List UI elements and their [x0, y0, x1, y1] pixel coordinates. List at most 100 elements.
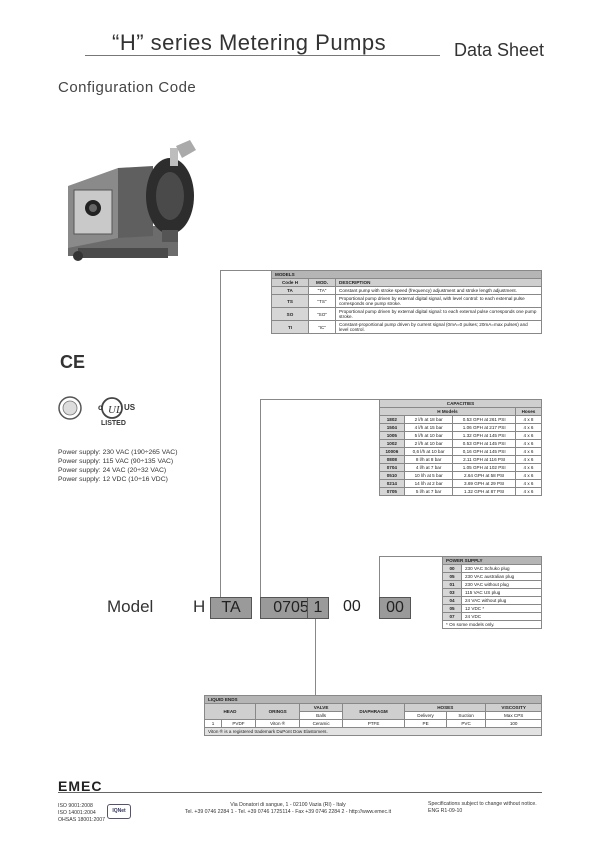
capacity-hoses-cell: 4 x 6 [514, 447, 543, 456]
liquid-suction-cell: PVC [445, 719, 487, 728]
section-heading: Configuration Code [58, 79, 197, 96]
power-note: Power supply: 24 VAC (20÷32 VAC) [58, 467, 167, 474]
capacity-gph-cell: 1.05 GPH at 102 PSI [452, 463, 516, 472]
liquid-viscosity-cell: 100 [485, 719, 542, 728]
liquid-header-valve: VALVE [299, 703, 343, 712]
capacity-model-cell: 1005 [379, 431, 405, 440]
iso-cert: ISO 14001:2004 [58, 810, 96, 816]
liquid-diaphragm-cell: PTFE [341, 719, 406, 728]
capacity-gph-cell: 1.32 GPH at 87 PSI [452, 487, 516, 496]
liquid-header-hoses: HOSES [404, 703, 487, 712]
liquid-header-balls: Balls [299, 711, 343, 720]
title-underline [85, 55, 440, 56]
capacities-header-hoses: Hoses [514, 407, 543, 416]
capacities-table-title: CAPACITIES [379, 399, 542, 408]
capacity-hoses-cell: 4 x 6 [514, 455, 543, 464]
page-title: “H” series Metering Pumps [112, 30, 387, 55]
model-code-mod-box: TA [210, 597, 252, 619]
capacity-hoses-cell: 4 x 6 [514, 479, 543, 488]
capacity-gph-cell: 0.53 GPH at 145 PSI [452, 439, 516, 448]
emec-logo: EMEC [58, 779, 102, 793]
iqnet-logo: IQNet [107, 804, 131, 819]
power-code-cell: 00 [442, 564, 462, 573]
connector-line [379, 556, 380, 597]
capacity-model-cell: 0214 [379, 479, 405, 488]
liquid-orings-cell: Viton ® [254, 719, 301, 728]
capacity-lh-cell: 10 l/h at 5 bar [403, 471, 454, 480]
capacity-model-cell: 1002 [379, 439, 405, 448]
model-code-cell: TI [271, 320, 309, 334]
capacity-lh-cell: 14 l/h at 2 bar [403, 479, 454, 488]
capacity-model-cell: 0705 [379, 487, 405, 496]
model-code-power-box: 00 [379, 597, 411, 619]
ce-mark: CE [60, 352, 86, 372]
liquid-header-orings: ORINGS [254, 703, 301, 720]
table-row: SO "SO" Proportional pump driven by exte… [271, 307, 542, 321]
footer-divider [58, 792, 542, 793]
power-description-cell: 230 VAC Schuko plug [461, 564, 542, 573]
power-note: Power supply: 230 VAC (190÷265 VAC) [58, 449, 178, 456]
power-table-title: POWER SUPPLY [442, 556, 542, 565]
models-header-description: DESCRIPTION [335, 278, 542, 287]
liquid-header-suction: Suction [445, 711, 487, 720]
table-row: TS "TS" Proportional pump driven by exte… [271, 294, 542, 308]
table-row: TI "IC" Constant-proportional pump drive… [271, 320, 542, 334]
liquid-table-note: Viton ® is a registered trademark DuPont… [204, 727, 542, 736]
emec-logo-text: EMEC [58, 779, 102, 793]
capacity-hoses-cell: 4 x 6 [514, 471, 543, 480]
liquid-ends-table: LIQUID ENDS HEAD ORINGS VALVE DIAPHRAGM … [204, 695, 542, 736]
model-code-fixed: 00 [343, 598, 361, 615]
model-code-cell: SO [271, 307, 309, 321]
model-series: H [193, 597, 206, 616]
power-description-cell: 12 VDC * [461, 604, 542, 613]
company-address: Via Donatori di sangue, 1 - 02100 Vazia … [148, 802, 428, 815]
capacity-hoses-cell: 4 x 6 [514, 463, 543, 472]
model-description-cell: Constant-proportional pump driven by cur… [335, 320, 542, 334]
model-mod-cell: "TA" [308, 286, 336, 295]
models-header-mod: MOD. [308, 278, 336, 287]
power-code-cell: 05 [442, 604, 462, 613]
capacity-lh-cell: 5 l/h at 10 bar [403, 431, 454, 440]
capacity-lh-cell: 5 l/h at 7 bar [403, 487, 454, 496]
iso-cert: OHSAS 18001:2007 [58, 817, 106, 823]
ul-listed-label: LISTED [101, 420, 126, 427]
address-line: Via Donatori di sangue, 1 - 02100 Vazia … [230, 802, 346, 808]
capacity-model-cell: 10006 [379, 447, 405, 456]
power-note: Power supply: 12 VDC (10÷16 VDC) [58, 476, 168, 483]
capacity-gph-cell: 3.69 GPH at 29 PSI [452, 479, 516, 488]
capacity-gph-cell: 0,16 GPH at 145 PSI [452, 447, 516, 456]
capacity-gph-cell: 2.64 GPH at 58 PSI [452, 471, 516, 480]
model-description-cell: Proportional pump driven by external dig… [335, 307, 542, 321]
capacity-lh-cell: 0,6 l/h at 10 bar [403, 447, 454, 456]
ul-us-letters: US [124, 403, 136, 412]
table-row: 1 PVDF Viton ® Ceramic PTFE PE PVC 100 [204, 719, 542, 728]
connector-line [220, 270, 221, 597]
capacity-model-cell: 0510 [379, 471, 405, 480]
capacity-model-cell: 1504 [379, 423, 405, 432]
svg-text:UL: UL [108, 404, 122, 416]
capacity-model-cell: 1802 [379, 415, 405, 424]
pump-illustration [68, 140, 196, 261]
power-description-cell: 24 VAC without plug [461, 596, 542, 605]
power-description-cell: 230 VAC without plug [461, 580, 542, 589]
capacity-hoses-cell: 4 x 8 [514, 415, 543, 424]
capacity-gph-cell: 2.11 GPH at 116 PSI [452, 455, 516, 464]
model-mod-cell: "SO" [308, 307, 336, 321]
capacity-hoses-cell: 4 x 6 [514, 439, 543, 448]
model-mod-cell: "IC" [308, 320, 336, 334]
capacity-lh-cell: 8 l/h at 8 bar [403, 455, 454, 464]
model-mod-cell: "TS" [308, 294, 336, 308]
capacities-header-models: H Models [379, 407, 516, 416]
spec-notice: Specifications subject to change without… [428, 801, 537, 814]
connector-line [379, 556, 442, 557]
ul-c-letter: c [98, 403, 103, 412]
